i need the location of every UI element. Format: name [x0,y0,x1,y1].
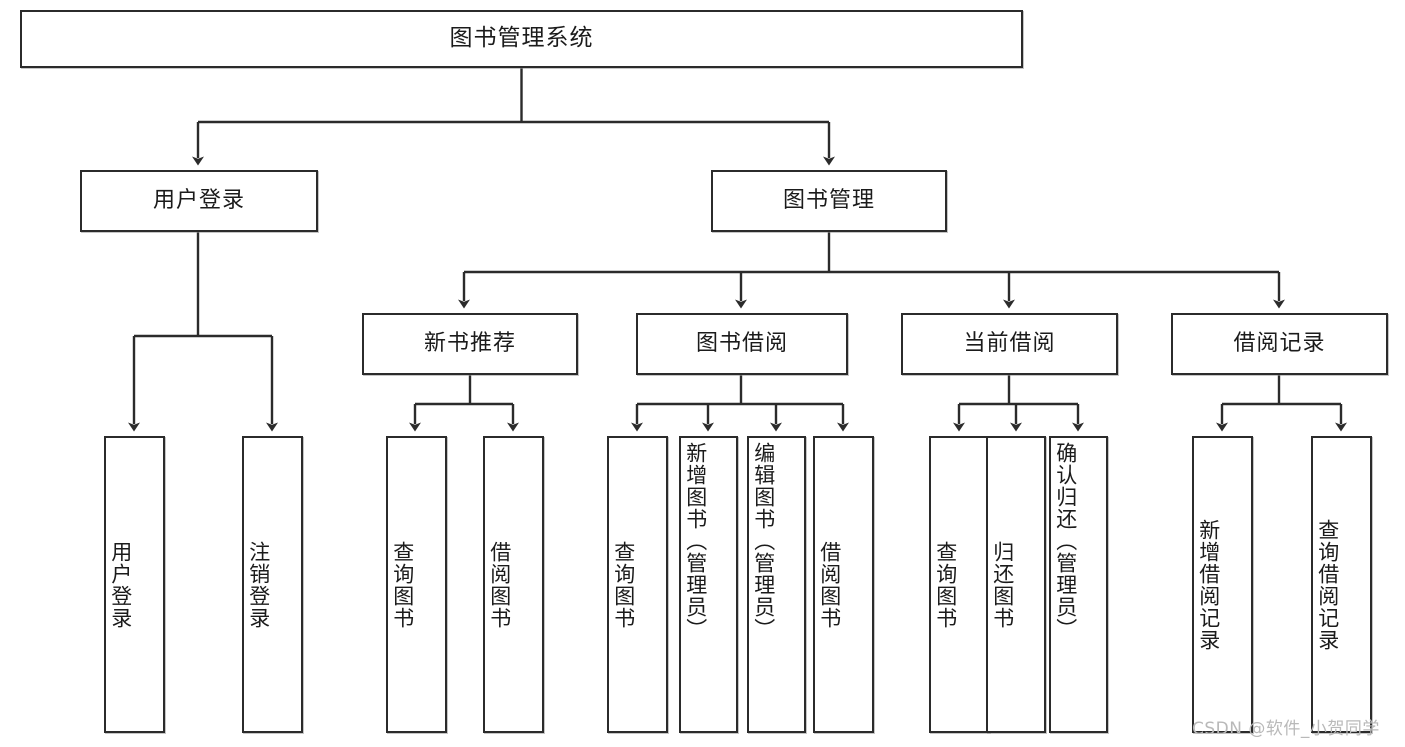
node-user-login[interactable]: 用户登录 [80,170,318,232]
watermark-label: CSDN @软件_小贺同学 [1192,719,1380,739]
leaf-label: 查询图书 [390,540,415,629]
leaf-label: 查询图书 [611,540,636,629]
node-new-book-recommend[interactable]: 新书推荐 [362,313,578,375]
leaf-label: 查询图书 [933,540,958,629]
leaf-label: 借阅图书 [817,540,842,629]
leaf-current-borrow-query[interactable]: 查询图书 [929,436,990,733]
leaf-label: 新增图书（管理员） [683,442,708,640]
leaf-label: 编辑图书（管理员） [751,442,776,640]
leaf-book-borrow-add[interactable]: 新增图书（管理员） [679,436,738,733]
node-book-borrow[interactable]: 图书借阅 [636,313,848,375]
leaf-book-borrow-query[interactable]: 查询图书 [607,436,668,733]
leaf-current-borrow-return[interactable]: 归还图书 [986,436,1046,733]
leaf-label: 查询借阅记录 [1315,518,1340,651]
node-root-system[interactable]: 图书管理系统 [20,10,1023,68]
node-current-borrow[interactable]: 当前借阅 [901,313,1118,375]
leaf-book-borrow-borrow[interactable]: 借阅图书 [813,436,874,733]
node-book-management[interactable]: 图书管理 [711,170,947,232]
leaf-new-book-query[interactable]: 查询图书 [386,436,447,733]
leaf-user-login-signout[interactable]: 注销登录 [242,436,303,733]
leaf-current-borrow-confirm[interactable]: 确认归还（管理员） [1049,436,1108,733]
leaf-label: 借阅图书 [487,540,512,629]
leaf-label: 用户登录 [108,540,133,629]
leaf-book-borrow-edit[interactable]: 编辑图书（管理员） [747,436,806,733]
leaf-borrow-records-add[interactable]: 新增借阅记录 [1192,436,1253,733]
leaf-label: 确认归还（管理员） [1053,442,1078,640]
leaf-label: 新增借阅记录 [1196,518,1221,651]
node-borrow-records[interactable]: 借阅记录 [1171,313,1388,375]
leaf-borrow-records-query[interactable]: 查询借阅记录 [1311,436,1372,733]
leaf-new-book-borrow[interactable]: 借阅图书 [483,436,544,733]
leaf-label: 注销登录 [246,540,271,629]
leaf-label: 归还图书 [990,540,1015,629]
leaf-user-login-signin[interactable]: 用户登录 [104,436,165,733]
